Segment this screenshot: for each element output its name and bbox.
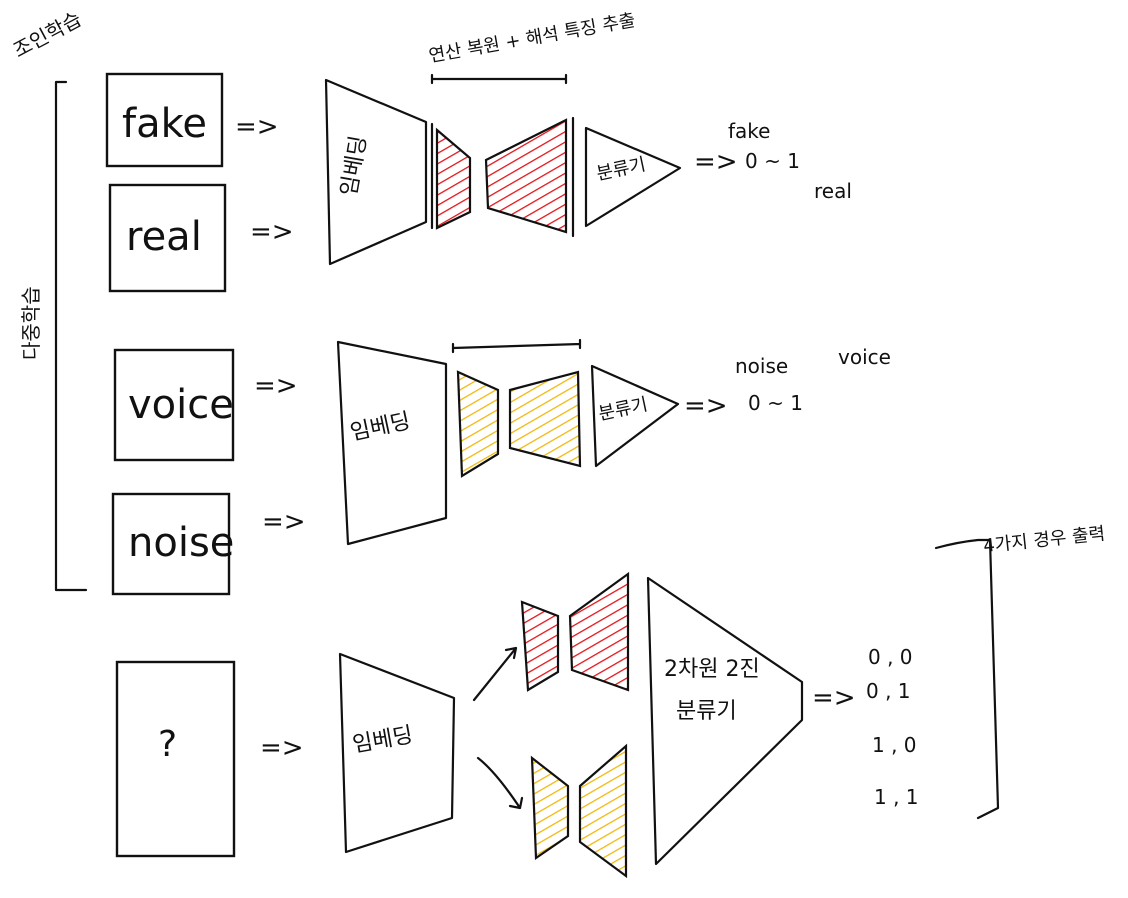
joint-learning-label: 조인학습 [9, 7, 85, 63]
row3-output-3: 1 , 1 [874, 785, 919, 809]
row2-bowtie-right [508, 370, 582, 468]
noise-input-label: noise [128, 520, 234, 566]
row2-embedding-block [336, 340, 448, 546]
row3-embedding-block [338, 652, 456, 854]
row3-output-arrow: => [812, 683, 856, 713]
row1-embedding-label: 임베딩 [337, 134, 372, 198]
row3-classifier-block [646, 576, 804, 866]
row1-output-range: 0 ~ 1 [745, 149, 800, 173]
row2-arrow-voice: => [254, 371, 298, 401]
row3-classifier-label-line1: 2차원 2진 [664, 657, 760, 682]
row3-arrow-input: => [260, 733, 304, 763]
row1-output-real: real [814, 179, 852, 203]
row2-output-arrow: => [684, 391, 728, 421]
multi-task-label: 다중학습 [19, 286, 43, 360]
row3-output-bracket [934, 538, 1000, 820]
row2-classifier-label: 분류기 [597, 394, 650, 425]
row3-embedding-label: 임베딩 [351, 723, 415, 758]
row3-red-bowtie-right [568, 571, 630, 692]
row1-bowtie-left [435, 127, 472, 230]
unknown-input-box [115, 660, 236, 858]
row1-output-arrow: => [694, 147, 738, 177]
row2-bowtie-left [456, 370, 500, 478]
row3-classifier-label-line2: 분류기 [676, 699, 737, 724]
noise-input-box [111, 492, 231, 596]
unknown-input-label: ? [158, 724, 177, 765]
row1-classifier-label: 분류기 [595, 154, 648, 185]
row3-output-1: 0 , 1 [866, 679, 911, 703]
row2-output-voice: voice [838, 345, 891, 369]
fake-input-box [105, 72, 224, 168]
row3-output-2: 1 , 0 [872, 733, 917, 757]
fake-input-label: fake [122, 101, 207, 147]
row3-red-bowtie-left [520, 600, 560, 692]
row2-feature-bracket [451, 338, 582, 354]
row3-group: ? => 임베딩 2차원 2진 분류기 => 0 , 0 0 , 1 1 , 0… [115, 523, 1106, 879]
row3-output-bracket-label: 4가지 경우 출력 [982, 523, 1106, 557]
row1-feature-bracket-label: 연산 복원 + 해석 특징 추출 [427, 10, 637, 67]
row2-classifier-block [590, 364, 680, 468]
row1-group: fake real => => 임베딩 연산 복원 + 해석 특징 추출 분류기… [105, 10, 852, 293]
row1-classifier-block [584, 126, 682, 228]
row2-output-noise: noise [735, 354, 788, 378]
row3-yellow-bowtie-right [578, 743, 628, 879]
left-bracket [54, 80, 88, 592]
row1-arrow-real: => [250, 217, 294, 247]
row2-group: voice noise => => 임베딩 분류기 => noise 0 ~ 1… [111, 338, 891, 596]
row1-embedding-block [324, 78, 428, 266]
row2-embedding-label: 임베딩 [348, 409, 413, 446]
row3-output-0: 0 , 0 [868, 645, 913, 669]
real-input-box [108, 183, 227, 293]
row1-bowtie-right [484, 118, 568, 234]
row3-yellow-bowtie-left [530, 755, 570, 861]
real-input-label: real [126, 214, 202, 260]
voice-input-box [113, 348, 235, 462]
row2-arrow-noise: => [262, 507, 306, 537]
row2-output-range: 0 ~ 1 [748, 391, 803, 415]
row3-branch-arrow-down [476, 756, 524, 810]
row1-arrow-fake: => [235, 112, 279, 142]
row1-feature-bracket [430, 73, 568, 85]
voice-input-label: voice [128, 382, 234, 428]
row3-branch-arrow-up [472, 646, 518, 702]
row1-output-fake: fake [728, 119, 770, 143]
